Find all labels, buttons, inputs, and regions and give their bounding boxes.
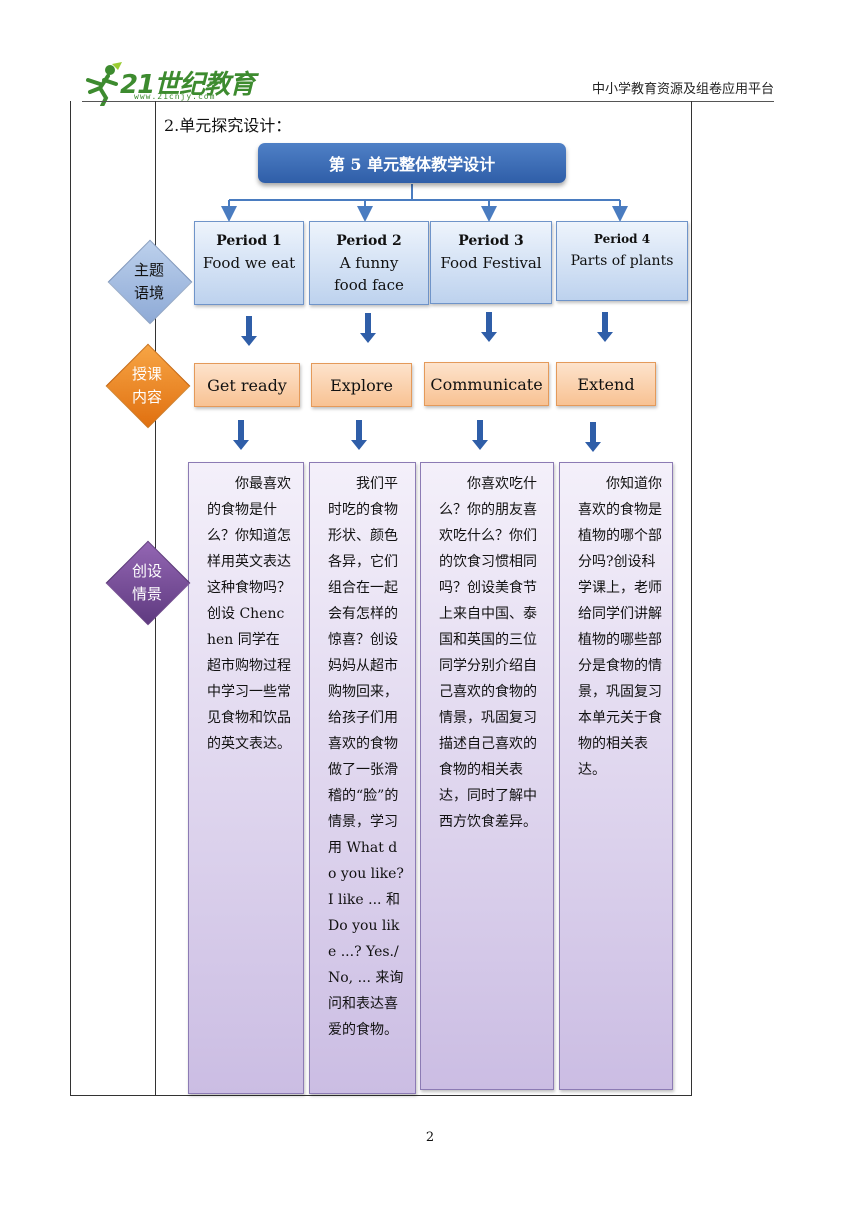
scenario-2-box: 我们平时吃的食物形状、颜色各异，它们组合在一起会有怎样的惊喜？创设妈妈从超市购物… — [309, 462, 416, 1094]
period-title: Period 2 — [336, 233, 402, 249]
page-number: 2 — [425, 1130, 435, 1145]
period-topic: Food Festival — [440, 254, 542, 272]
down-arrows — [233, 312, 613, 452]
period-topic: A funny food face — [334, 254, 404, 294]
scenario-4-box: 你知道你喜欢的食物是植物的哪个部分吗?创设科学课上，老师给同学们讲解植物的哪些部… — [559, 462, 673, 1090]
table-border-right — [691, 101, 692, 1095]
period-title: Period 4 — [593, 232, 651, 246]
theme-row-label: 主题 语境 — [133, 261, 164, 302]
scenario-3-box: 你喜欢吃什么？你的朋友喜欢吃什么？你们的饮食习惯相同吗？创设美食节上来自中国、泰… — [420, 462, 554, 1090]
scenario-1-box: 你最喜欢的食物是什么？你知道怎样用英文表达这种食物吗？创设 Chenchen 同… — [188, 462, 304, 1094]
logo-text: 21世纪教育 — [120, 70, 255, 100]
phase-get-ready: Get ready — [194, 363, 300, 407]
period-4-box: Period 4 Parts of plants — [556, 221, 688, 301]
content-row-label: 授课 内容 — [131, 365, 162, 406]
header-rule — [82, 101, 774, 102]
period-2-box: Period 2 A funny food face — [309, 221, 429, 305]
phase-communicate: Communicate — [424, 362, 549, 406]
period-topic: Food we eat — [202, 254, 296, 272]
unit-title-banner: 第 5 单元整体教学设计 — [258, 143, 566, 183]
logo-url: www.21cnjy.com — [134, 92, 216, 101]
phase-extend: Extend — [556, 362, 656, 406]
period-title: Period 1 — [216, 233, 282, 249]
scenario-row-label: 创设 情景 — [131, 562, 162, 603]
period-topic: Parts of plants — [570, 253, 674, 269]
section-heading: 2.单元探究设计： — [164, 116, 292, 135]
logo-runner-icon — [86, 62, 122, 106]
header-platform-text: 中小学教育资源及组卷应用平台 — [591, 82, 774, 97]
table-border-left — [70, 101, 71, 1095]
period-3-box: Period 3 Food Festival — [430, 221, 552, 304]
phase-explore: Explore — [311, 363, 412, 407]
table-border-bottom — [70, 1095, 692, 1096]
period-1-box: Period 1 Food we eat — [194, 221, 304, 305]
period-title: Period 3 — [458, 233, 524, 249]
